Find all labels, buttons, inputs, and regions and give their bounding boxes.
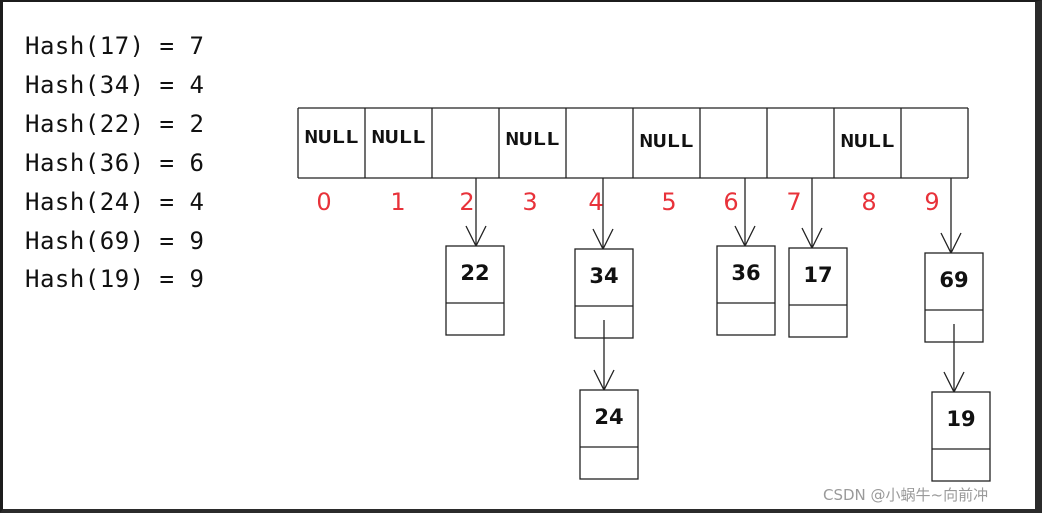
hash-line: Hash(22) = 2 (25, 110, 205, 138)
table-slot-null: NULL (305, 127, 359, 148)
chain-node-value: 19 (946, 407, 975, 431)
chain-node-value: 17 (803, 263, 832, 287)
hash-line: Hash(36) = 6 (25, 149, 205, 177)
chain-node-box (579, 389, 639, 480)
table-index-label: 4 (588, 188, 603, 216)
table-slot-null: NULL (372, 127, 426, 148)
table-index-label: 0 (316, 188, 331, 216)
table-index-label: 6 (723, 188, 738, 216)
hash-line: Hash(24) = 4 (25, 188, 205, 216)
chain-node-box (716, 245, 776, 336)
chain-node-value: 24 (594, 405, 623, 429)
table-slot-null: NULL (640, 131, 694, 152)
watermark: CSDN @小蜗牛~向前冲 (823, 486, 989, 504)
table-index-label: 8 (861, 188, 876, 216)
chain-node-box (788, 247, 848, 338)
table-index-label: 3 (522, 188, 537, 216)
chain-node-value: 34 (589, 264, 618, 288)
table-index-label: 1 (390, 188, 405, 216)
chain-node-value: 22 (460, 261, 489, 285)
hash-line: Hash(19) = 9 (25, 265, 205, 293)
table-index-label: 7 (786, 188, 801, 216)
table-index-label: 5 (661, 188, 676, 216)
chain-node-value: 36 (731, 261, 760, 285)
table-slot-null: NULL (841, 131, 895, 152)
chain-node-value: 69 (939, 268, 968, 292)
chain-node-box (445, 245, 505, 336)
table-index-label: 9 (924, 188, 939, 216)
hash-line: Hash(17) = 7 (25, 32, 205, 60)
chain-node-box (931, 391, 991, 482)
table-slot-null: NULL (506, 129, 560, 150)
hash-line: Hash(34) = 4 (25, 71, 205, 99)
hash-line: Hash(69) = 9 (25, 227, 205, 255)
table-index-label: 2 (459, 188, 474, 216)
